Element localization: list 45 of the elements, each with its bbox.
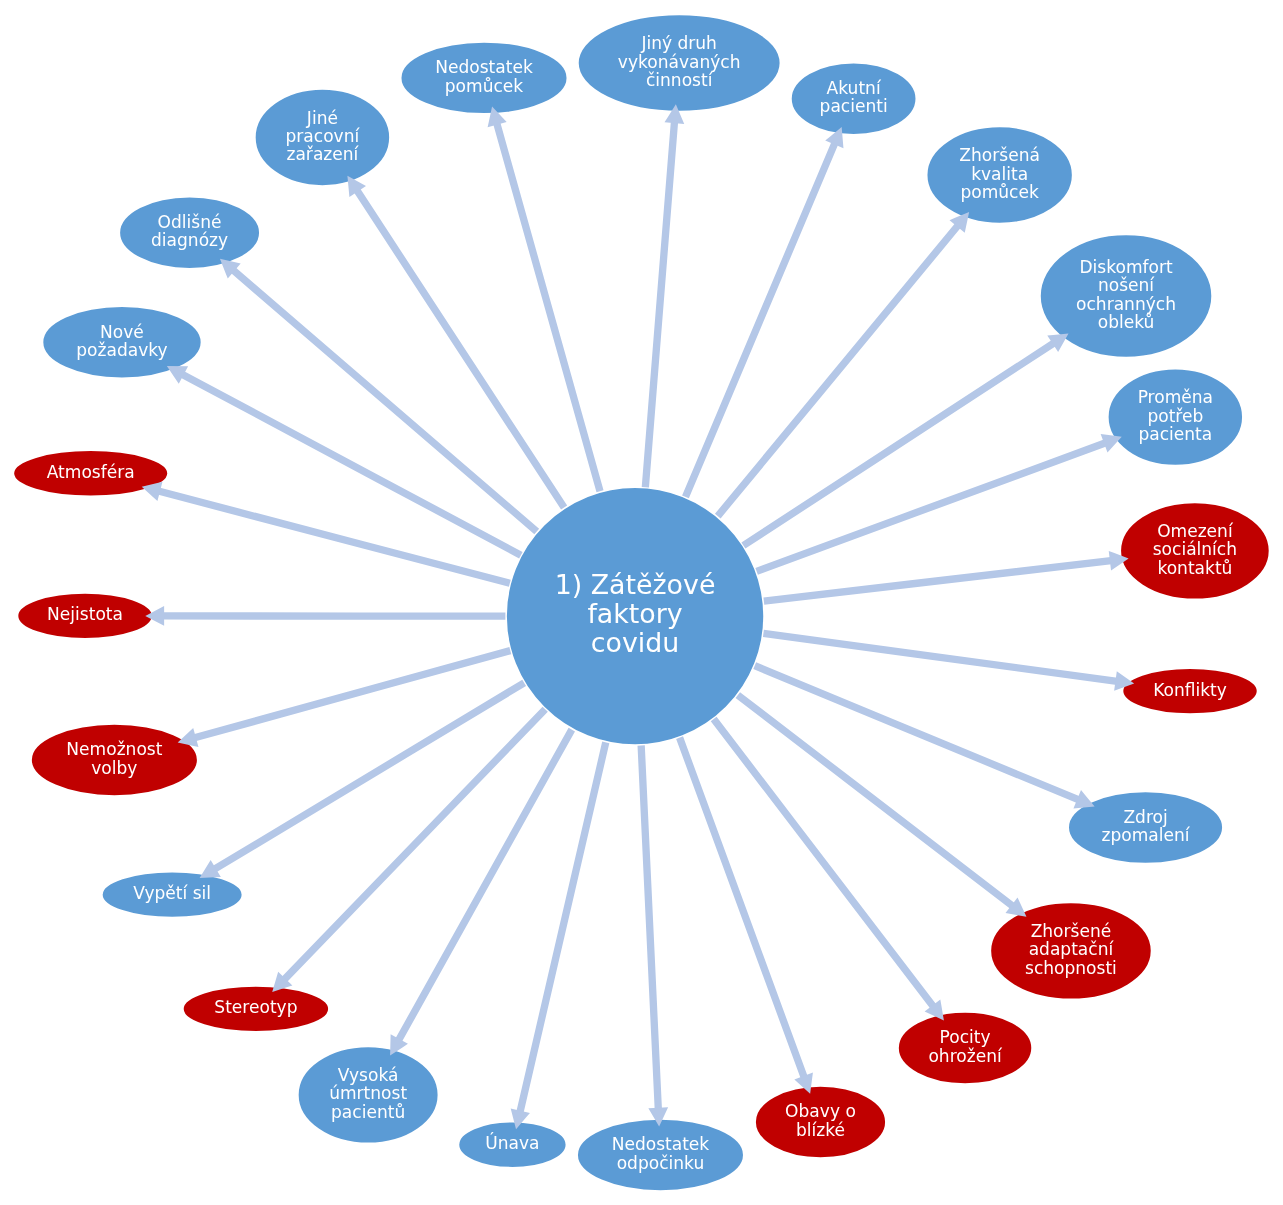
arrow: [272, 706, 548, 993]
arrow: [390, 727, 575, 1056]
node-ellipse: Únava: [456, 1120, 569, 1170]
node-ellipse: Obavy o blízké: [753, 1084, 888, 1160]
node-ellipse: Zhoršená kvalita pomůcek: [925, 124, 1075, 226]
arrow: [763, 550, 1129, 605]
node-ellipse: Nedostatek pomůcek: [399, 40, 569, 116]
node-ellipse: Vypětí sil: [100, 870, 245, 920]
arrow: [145, 606, 506, 626]
arrow: [637, 745, 669, 1127]
arrow: [753, 662, 1095, 809]
node-ellipse: Omezení sociálních kontaktů: [1118, 500, 1272, 601]
arrow: [714, 211, 970, 519]
node-ellipse: Nejistota: [15, 591, 155, 641]
arrow: [641, 104, 685, 488]
node-ellipse: Stereotyp: [181, 984, 331, 1034]
node-ellipse: Nedostatek odpočinku: [575, 1117, 746, 1193]
node-ellipse: Jiný druh vykonávaných činností: [576, 12, 783, 114]
arrow: [710, 716, 944, 1021]
node-ellipse: Zhoršené adaptační schopnosti: [988, 900, 1154, 1001]
node-circle: 1) Zátěžové faktory covidu: [504, 485, 766, 747]
arrow: [510, 741, 610, 1130]
node-ellipse: Odlišné diagnózy: [117, 195, 262, 271]
arrow: [166, 366, 523, 559]
arrow: [487, 106, 604, 493]
arrow: [177, 647, 512, 747]
node-ellipse: Proměna potřeb pacienta: [1106, 366, 1245, 468]
node-ellipse: Vysoká úmrtnost pacientů: [296, 1044, 441, 1145]
node-ellipse: Pocity ohrožení: [896, 1010, 1034, 1086]
arrow: [682, 127, 844, 499]
arrow: [755, 434, 1122, 575]
arrow: [141, 481, 511, 587]
arrow: [762, 629, 1135, 691]
node-ellipse: Nové požadavky: [40, 304, 204, 380]
arrow: [735, 692, 1027, 917]
node-ellipse: Konflikty: [1120, 666, 1260, 716]
arrow: [347, 175, 568, 510]
node-ellipse: Diskomfort nošení ochranných obleků: [1038, 232, 1214, 360]
arrow: [219, 258, 540, 535]
arrow: [199, 679, 527, 879]
node-ellipse: Atmosféra: [11, 448, 170, 498]
node-ellipse: Jiné pracovní zařazení: [253, 87, 392, 188]
arrow: [741, 333, 1069, 549]
node-ellipse: Akutní pacienti: [789, 61, 918, 137]
arrow: [676, 736, 813, 1094]
